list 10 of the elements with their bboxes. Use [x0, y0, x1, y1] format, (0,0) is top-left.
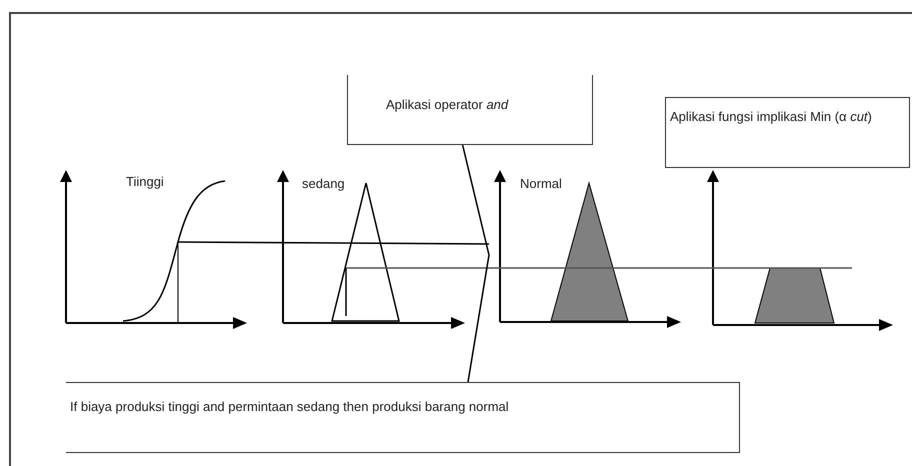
text-box [665, 97, 910, 168]
text-box [347, 75, 593, 145]
curve-label: Normal [520, 177, 562, 190]
curve-label: Tiinggi [126, 175, 164, 188]
leader-line [462, 144, 490, 382]
box-text: Aplikasi fungsi implikasi Min (α cut) [670, 109, 872, 124]
text-box [66, 382, 740, 453]
box-text: If biaya produksi tinggi and permintaan sedang then produksi barang normal [70, 399, 509, 414]
box-text: Aplikasi operator and [386, 97, 508, 112]
curve-label: sedang [302, 177, 345, 190]
